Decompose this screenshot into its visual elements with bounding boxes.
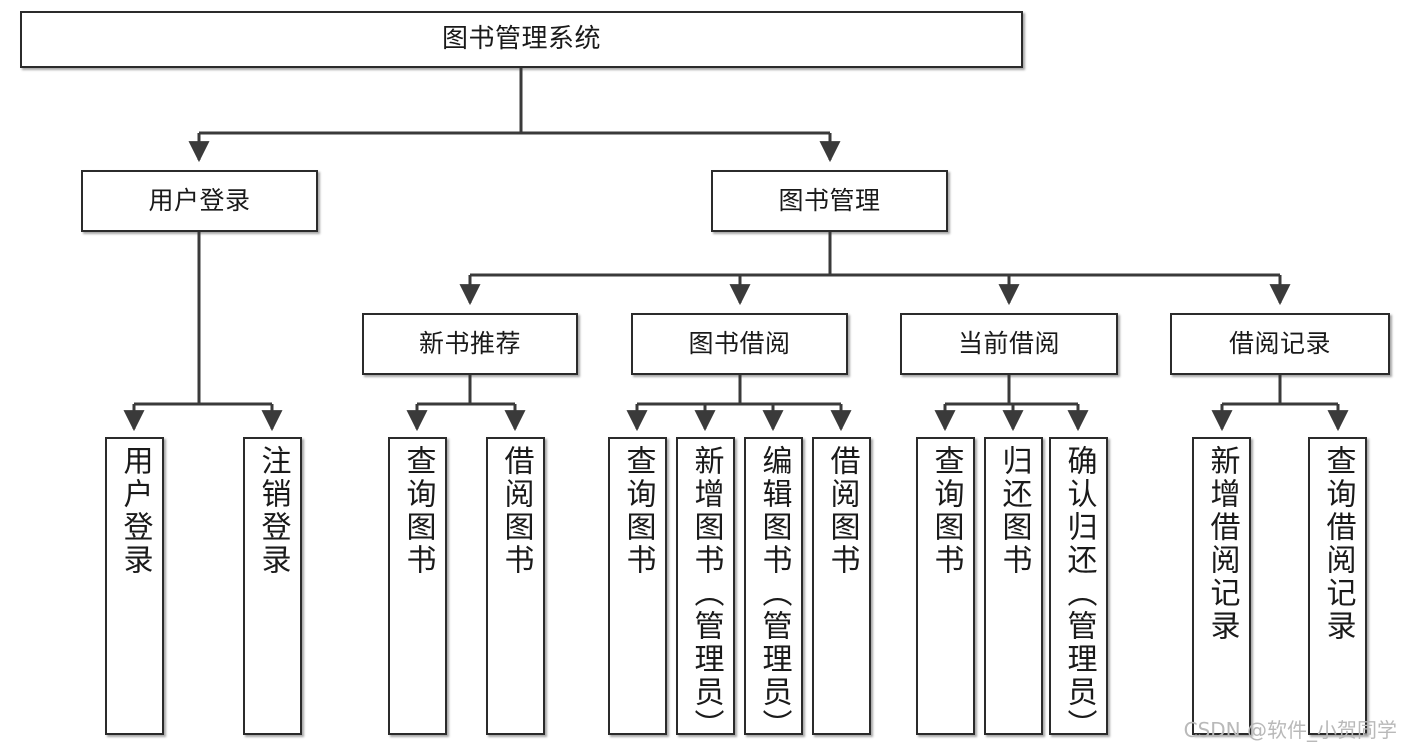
node-label: 查询借阅记录 — [1320, 445, 1356, 643]
node-label: 新书推荐 — [418, 329, 521, 359]
node-label: 当前借阅 — [957, 329, 1060, 359]
leaf-edit-book-admin[interactable]: 编辑图书（管理员） — [744, 437, 803, 742]
leaf-query-borrow-record[interactable]: 查询借阅记录 — [1308, 437, 1367, 735]
node-label: 用户登录 — [148, 186, 251, 216]
node-label: 图书管理 — [778, 186, 881, 216]
node-label: 用户登录 — [117, 445, 153, 577]
node-label: 注销登录 — [255, 445, 291, 577]
leaf-user-logout[interactable]: 注销登录 — [243, 437, 302, 735]
node-label: 借阅图书 — [498, 445, 534, 577]
node-book-management[interactable]: 图书管理 — [711, 170, 948, 232]
node-label: 查询图书 — [400, 445, 436, 577]
node-label: 图书管理系统 — [441, 24, 601, 55]
leaf-query-book-new-book[interactable]: 查询图书 — [388, 437, 447, 735]
node-borrowing-record[interactable]: 借阅记录 — [1170, 313, 1390, 375]
leaf-query-book-current[interactable]: 查询图书 — [916, 437, 975, 735]
node-label: 编辑图书（管理员） — [756, 445, 792, 742]
node-new-book-recommendation[interactable]: 新书推荐 — [362, 313, 578, 375]
node-label: 图书借阅 — [688, 329, 791, 359]
node-label: 借阅图书 — [824, 445, 860, 577]
node-label: 归还图书 — [996, 445, 1032, 577]
leaf-return-book[interactable]: 归还图书 — [984, 437, 1043, 735]
node-label: 新增借阅记录 — [1204, 445, 1240, 643]
leaf-confirm-return-admin[interactable]: 确认归还（管理员） — [1049, 437, 1108, 742]
node-label: 确认归还（管理员） — [1061, 445, 1097, 742]
node-book-borrowing[interactable]: 图书借阅 — [631, 313, 848, 375]
leaf-add-borrow-record[interactable]: 新增借阅记录 — [1192, 437, 1251, 735]
node-user-login[interactable]: 用户登录 — [81, 170, 318, 232]
csdn-watermark: CSDN @软件_小贺同学 — [1183, 718, 1397, 742]
leaf-query-book-borrow[interactable]: 查询图书 — [608, 437, 667, 735]
node-current-borrowing[interactable]: 当前借阅 — [900, 313, 1118, 375]
node-label: 借阅记录 — [1228, 329, 1331, 359]
node-label: 查询图书 — [928, 445, 964, 577]
leaf-add-book-admin[interactable]: 新增图书（管理员） — [676, 437, 735, 742]
leaf-user-login[interactable]: 用户登录 — [105, 437, 164, 735]
node-label: 查询图书 — [620, 445, 656, 577]
node-label: 新增图书（管理员） — [688, 445, 724, 742]
leaf-borrow-book[interactable]: 借阅图书 — [812, 437, 871, 735]
node-root-book-management-system[interactable]: 图书管理系统 — [20, 11, 1023, 68]
leaf-borrow-book-new-book[interactable]: 借阅图书 — [486, 437, 545, 735]
